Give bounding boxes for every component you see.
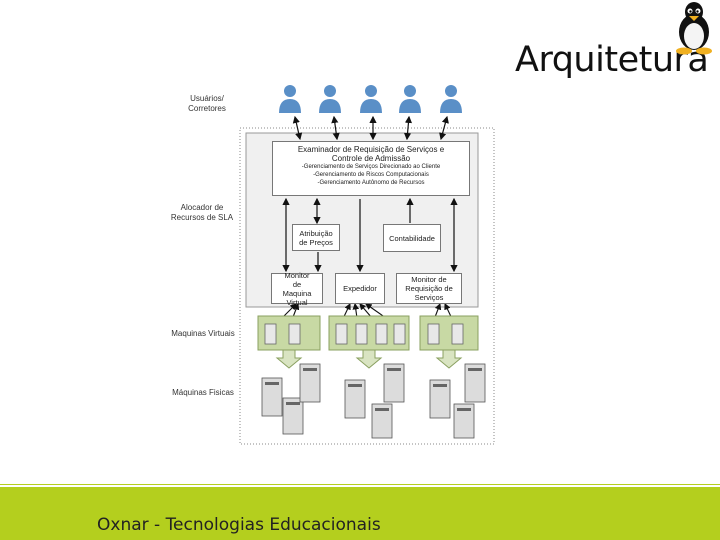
footer-text: Oxnar - Tecnologias Educacionais: [97, 515, 381, 535]
pricing-box: Atribuição de Preços: [292, 224, 340, 251]
dispatcher-box: Expedidor: [335, 273, 385, 304]
label-virtual-machines: Maquinas Virtuais: [171, 329, 235, 338]
examiner-title: Examinador de Requisição de Serviços e C…: [297, 145, 445, 163]
examiner-box: Examinador de Requisição de Serviços e C…: [272, 141, 470, 196]
label-users: Usuários/ Corretores: [188, 94, 226, 113]
user-icon: [399, 85, 421, 113]
label-physical-machines: Máquinas Fisicas: [172, 388, 234, 397]
vm-groups: [257, 315, 479, 351]
label-allocator: Alocador de Recursos de SLA: [170, 203, 234, 222]
tux-penguin-icon: [676, 2, 712, 55]
accounting-box: Contabilidade: [383, 224, 441, 252]
vm-monitor-box: Monitor de Maquina Virtual: [271, 271, 323, 307]
user-icons: [279, 85, 462, 113]
server-details: [265, 368, 482, 411]
examiner-line-2: -Gerenciamento de Riscos Computacionais: [313, 172, 429, 178]
user-icon: [440, 85, 462, 113]
internal-arrows: [282, 197, 458, 273]
user-icon: [360, 85, 382, 113]
user-icon: [319, 85, 341, 113]
user-icon: [279, 85, 301, 113]
examiner-line-1: -Gerenciamento de Serviços Direcionado a…: [301, 164, 441, 170]
vm-to-physical-arrows: [275, 349, 463, 369]
footer-divider: [0, 484, 720, 485]
physical-servers: [261, 363, 486, 439]
user-arrows: [292, 115, 449, 141]
footer-bar: [0, 487, 720, 540]
slide-title: Arquitetura: [515, 40, 709, 80]
service-monitor-box: Monitor de Requisição de Serviços: [396, 273, 462, 304]
system-boundary: [239, 127, 495, 445]
examiner-line-3: -Gerenciamento Autônomo de Recursos: [317, 180, 425, 186]
